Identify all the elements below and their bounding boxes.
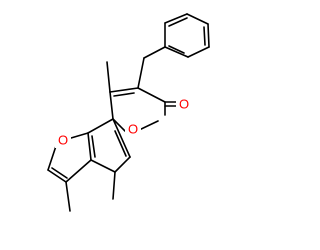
furan-oxygen-label: O — [58, 133, 68, 148]
carbonyl-oxygen-label: O — [179, 97, 189, 112]
bond — [137, 57, 145, 89]
bond — [90, 159, 116, 173]
bond — [112, 171, 116, 200]
bond — [187, 46, 210, 58]
bond — [47, 169, 67, 183]
atom-label-bg — [55, 132, 71, 148]
bond — [106, 61, 111, 93]
bond — [186, 13, 209, 25]
bond — [112, 118, 131, 158]
bond — [137, 87, 166, 103]
atom-label-bg — [125, 121, 141, 137]
structure-canvas: O O O — [47, 13, 210, 212]
atom-labels: O O O — [55, 96, 192, 148]
bond — [47, 145, 57, 171]
bond — [70, 132, 89, 139]
bond — [87, 118, 114, 134]
bonds — [47, 13, 210, 212]
bond — [112, 118, 126, 132]
bond — [65, 181, 71, 212]
bond — [109, 87, 139, 93]
lactone-oxygen-label: O — [128, 122, 138, 137]
bond — [203, 26, 206, 46]
bond — [87, 132, 92, 161]
bond — [114, 156, 131, 173]
bond — [207, 23, 210, 48]
bond — [113, 92, 135, 97]
bond — [65, 159, 92, 183]
bond — [168, 17, 188, 27]
bond — [168, 45, 185, 54]
bond — [51, 167, 68, 179]
molecule-diagram: O O O — [47, 13, 210, 212]
bond — [143, 46, 166, 59]
atom-label-bg — [176, 96, 192, 112]
bond — [164, 46, 189, 58]
bond — [91, 135, 96, 158]
bond — [164, 13, 188, 24]
bond — [109, 91, 114, 120]
bond — [114, 130, 127, 157]
